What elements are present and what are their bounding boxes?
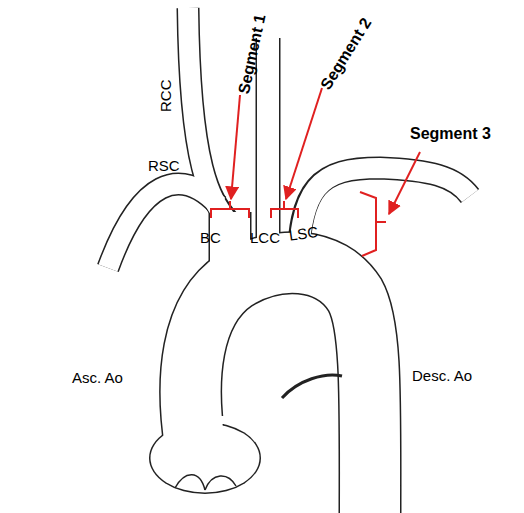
- callout-arrow: [231, 95, 240, 199]
- vessel-label: RSC: [148, 158, 180, 173]
- valve-cusp: [205, 476, 236, 490]
- segment-label: Segment 2: [318, 15, 374, 92]
- rsc-lumen: [108, 184, 218, 268]
- vessel-label: Desc. Ao: [412, 368, 472, 383]
- rsc-outline: [108, 184, 218, 268]
- segment-bracket: [360, 192, 386, 256]
- vessel-outlines: [108, 8, 470, 513]
- anatomic-details: [175, 375, 342, 490]
- vessel-lumens: [108, 8, 470, 513]
- vessel-label: LCC: [250, 230, 280, 245]
- segment-markers: [211, 88, 420, 256]
- segment-bracket: [211, 201, 249, 218]
- vessel-label: BC: [200, 230, 221, 245]
- callout-arrow: [389, 152, 420, 214]
- aortic-root-lumen: [151, 424, 260, 493]
- vessel-label: RCC: [158, 80, 173, 113]
- vessel-label: LSC: [288, 224, 319, 243]
- segment-label: Segment 3: [410, 126, 491, 142]
- callout-arrow: [286, 88, 322, 199]
- ductus-remnant: [282, 375, 342, 398]
- vessel-label: Asc. Ao: [72, 370, 123, 385]
- root-junction-fill: [180, 416, 232, 424]
- lsc-lumen: [298, 168, 470, 280]
- valve-cusp: [175, 475, 205, 490]
- segment-bracket: [271, 201, 298, 218]
